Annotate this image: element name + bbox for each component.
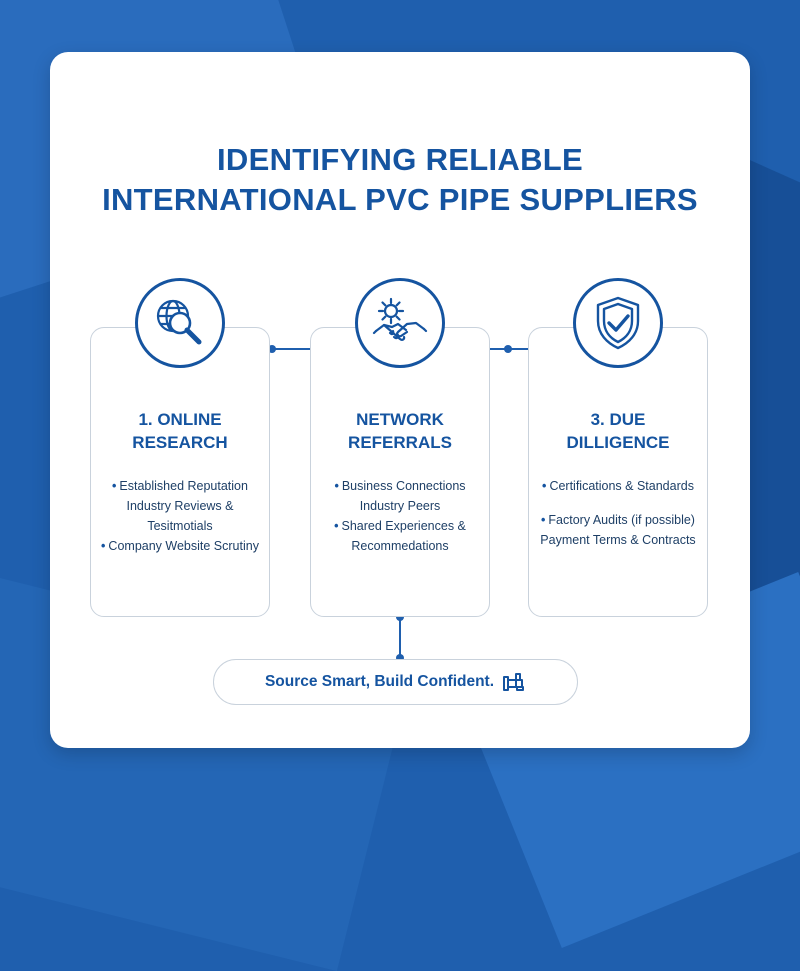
step-icon-circle [135, 278, 225, 368]
step-icon-circle [573, 278, 663, 368]
step-card-due-diligence: 3. DUE DILLIGENCE •Certifications & Stan… [528, 327, 708, 617]
bullet-item: •Company Website Scrutiny [101, 539, 259, 553]
globe-magnifier-icon [156, 299, 202, 345]
step-title: 3. DUE DILLIGENCE [566, 410, 670, 452]
bullet-item: •Shared Experiences & Recommedations [334, 519, 466, 553]
connector-line-1-2 [272, 348, 310, 350]
bullet-list: •Certifications & Standards •Factory Aud… [535, 476, 701, 550]
connector-dot [504, 345, 512, 353]
connector-dot [268, 345, 276, 353]
connector-dot [396, 654, 404, 662]
bullet-list: •Established Reputation Industry Reviews… [97, 476, 263, 556]
step-title: 1. ONLINE RESEARCH [132, 410, 228, 452]
infographic-card: IDENTIFYING RELIABLE INTERNATIONAL PVC P… [50, 52, 750, 748]
bullet-item: •Factory Audits (if possible) Payment Te… [540, 513, 696, 547]
title-line-1: IDENTIFYING RELIABLE [217, 142, 583, 177]
title-line-2: INTERNATIONAL PVC PIPE SUPPLIERS [102, 182, 698, 217]
footer-tagline: Source Smart, Build Confident. [213, 659, 578, 705]
bullet-item: •Established Reputation Industry Reviews… [112, 479, 248, 533]
bullet-list: •Business Connections Industry Peers •Sh… [317, 476, 483, 556]
step-card-network-referrals: NETWORK REFERRALS •Business Connections … [310, 327, 490, 617]
pipe-icon [502, 672, 526, 692]
step-title: NETWORK REFERRALS [348, 410, 452, 452]
bullet-item: •Certifications & Standards [542, 479, 694, 493]
page-title: IDENTIFYING RELIABLE INTERNATIONAL PVC P… [50, 140, 750, 220]
gear-handshake-icon [372, 297, 428, 341]
step-icon-circle [355, 278, 445, 368]
step-card-online-research: 1. ONLINE RESEARCH •Established Reputati… [90, 327, 270, 617]
connector-line-to-footer [399, 617, 401, 659]
connector-dot [396, 613, 404, 621]
bullet-item: •Business Connections Industry Peers [334, 479, 466, 513]
footer-text: Source Smart, Build Confident. [264, 673, 495, 690]
shield-check-icon [596, 296, 640, 350]
